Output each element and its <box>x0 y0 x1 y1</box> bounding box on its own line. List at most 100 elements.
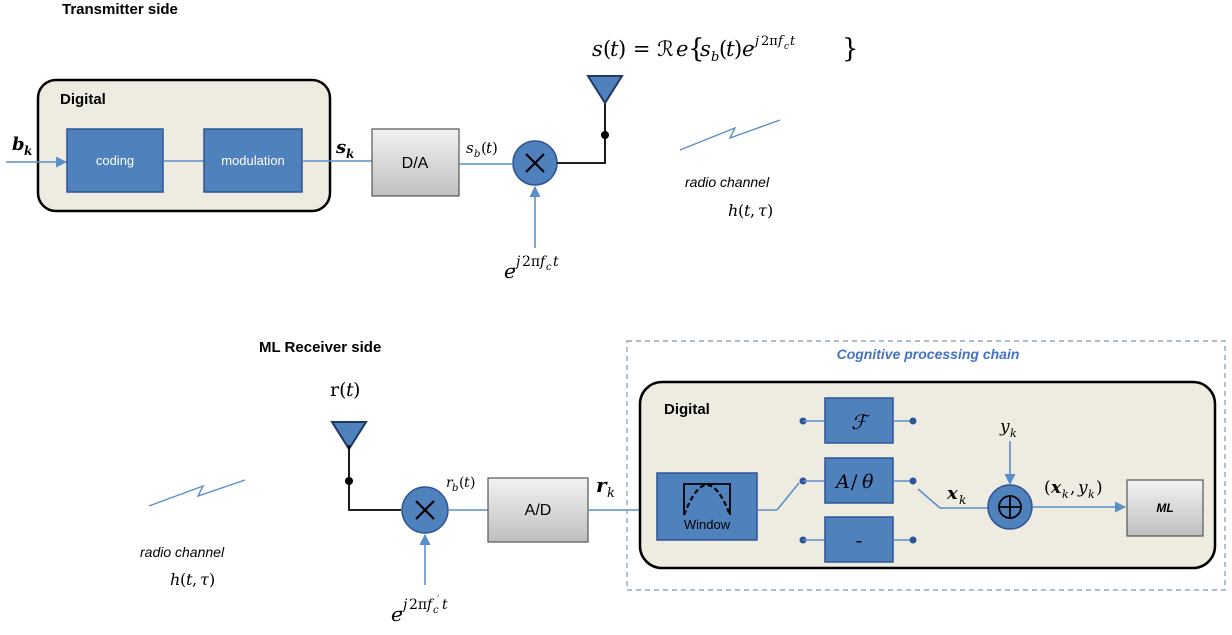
svg-text:x: x <box>946 483 958 504</box>
window-shape-icon <box>682 483 732 516</box>
svg-text:): ) <box>734 37 742 61</box>
svg-text:c: c <box>433 605 439 616</box>
svg-text:y: y <box>1077 478 1088 498</box>
svg-text:t: t <box>186 570 193 589</box>
ampphase-out-node <box>909 477 917 485</box>
svg-text:f: f <box>426 597 435 613</box>
svg-text:f: f <box>777 34 785 49</box>
cognitive-title: Cognitive processing chain <box>837 346 1020 362</box>
tx-carrier-label: e j 2π f c t <box>504 254 559 283</box>
cognitive-chain-box <box>626 340 1226 591</box>
svg-text:}: } <box>842 34 859 64</box>
svg-text:,: , <box>192 570 197 589</box>
svg-text:r: r <box>446 475 454 491</box>
rx-carrier-label: e j 2π f c ′ t <box>391 595 448 626</box>
svg-text:t: t <box>442 597 448 613</box>
svg-text:t: t <box>464 475 470 491</box>
svg-text:): ) <box>767 201 773 220</box>
dash-out-node <box>909 536 917 544</box>
svg-text:,: , <box>1070 478 1075 498</box>
svg-text:t: t <box>610 37 619 61</box>
svg-text:(: ( <box>738 201 744 220</box>
rx-rt-label: r( t ) <box>330 379 360 401</box>
amp-phase-label: A / θ <box>834 471 874 493</box>
ml-block <box>1126 479 1204 537</box>
svg-text:r(: r( <box>330 379 347 401</box>
yk-label: y k <box>999 417 1017 440</box>
tx-sk-label: s k <box>335 137 354 161</box>
rx-mixer-x-icon <box>415 500 435 520</box>
tx-antenna-icon <box>586 75 624 105</box>
svg-text:′: ′ <box>437 595 440 606</box>
svg-text:c: c <box>546 262 552 273</box>
svg-text:θ: θ <box>862 471 874 493</box>
rx-digital-box <box>638 380 1217 570</box>
coding-label: coding <box>96 153 134 168</box>
svg-text:b: b <box>711 50 719 65</box>
svg-text:j: j <box>513 254 521 270</box>
tx-channel-label: radio channel <box>685 174 770 190</box>
svg-text:(: ( <box>481 139 487 157</box>
svg-text:(: ( <box>603 37 611 61</box>
svg-text:t: t <box>726 37 735 61</box>
passthrough-block <box>824 516 894 563</box>
ad-label: A/D <box>525 502 552 519</box>
svg-text:e: e <box>676 37 688 61</box>
selector-switch-icon <box>776 482 800 511</box>
svg-text:2π: 2π <box>761 34 778 49</box>
svg-text:e: e <box>742 37 754 61</box>
tx-mixer-x-icon <box>525 153 545 173</box>
svg-text:(: ( <box>180 570 186 589</box>
svg-text:2π: 2π <box>522 254 540 270</box>
tx-antenna-node <box>601 131 609 139</box>
svg-text:): ) <box>492 139 498 157</box>
rx-rk-label: r k <box>596 473 615 501</box>
svg-text:(: ( <box>719 37 727 61</box>
svg-text:k: k <box>1088 488 1095 501</box>
svg-text:b: b <box>474 149 480 160</box>
svg-text:t: t <box>744 201 751 220</box>
svg-text:s: s <box>700 37 711 61</box>
rx-radio-channel-icon <box>148 479 246 507</box>
modulation-label: modulation <box>221 153 285 168</box>
svg-text:k: k <box>607 486 615 501</box>
fourier-block <box>824 397 894 444</box>
fourier-label: ℱ <box>851 410 870 434</box>
svg-text:r: r <box>596 473 608 497</box>
svg-text:b: b <box>452 483 458 494</box>
fourier-out-node <box>909 417 917 425</box>
svg-text:e: e <box>504 259 516 283</box>
svg-text:c: c <box>784 42 789 52</box>
svg-text:s: s <box>592 37 603 61</box>
svg-text:2π: 2π <box>409 597 427 613</box>
svg-text:) = ℛ: ) = ℛ <box>618 37 674 61</box>
svg-text:k: k <box>24 144 32 158</box>
tx-digital-label: Digital <box>60 91 106 108</box>
svg-text:): ) <box>209 570 215 589</box>
svg-text:/: / <box>851 471 858 493</box>
svg-text:t: t <box>486 139 493 157</box>
svg-text:f: f <box>539 254 548 270</box>
transmitter-title: Transmitter side <box>62 1 178 18</box>
da-converter-block <box>371 128 460 197</box>
svg-text:τ: τ <box>200 570 210 589</box>
svg-text:j: j <box>400 597 408 613</box>
svg-text:{: { <box>688 34 705 64</box>
svg-text:(: ( <box>1044 478 1051 498</box>
receiver-title: ML Receiver side <box>259 339 381 356</box>
dash-label: - <box>856 528 863 552</box>
tx-input-label: b k <box>12 134 32 158</box>
svg-text:e: e <box>391 602 403 626</box>
tx-antenna-wire <box>557 135 606 164</box>
svg-text:x: x <box>1050 478 1062 498</box>
tx-sb-label: s b ( t ) <box>466 139 498 160</box>
svg-text:A: A <box>834 471 850 493</box>
svg-text:(: ( <box>459 475 464 491</box>
svg-text:t: t <box>346 379 354 401</box>
window-label: Window <box>684 517 731 532</box>
da-label: D/A <box>402 155 429 172</box>
svg-text:k: k <box>959 493 966 507</box>
svg-text:j: j <box>752 34 759 49</box>
tx-signal-equation: s ( t ) = ℛ e { s b ( t ) e j 2π f c t } <box>592 34 859 65</box>
